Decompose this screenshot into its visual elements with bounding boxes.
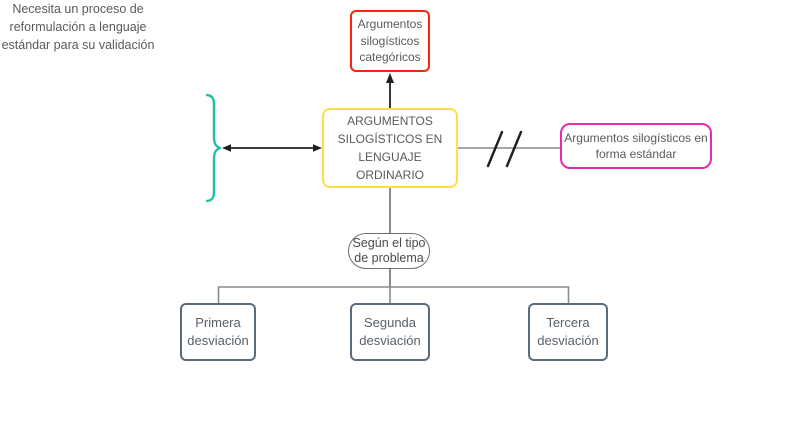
node-text-line: Tercera [546, 315, 590, 330]
note-text-line: Necesita un proceso de [12, 2, 144, 16]
node-text-line: desviación [187, 333, 249, 348]
node-text-line: Argumentos [357, 17, 423, 32]
connector-line [389, 269, 391, 287]
node-text-line: Primera [195, 315, 241, 330]
branch-connector [217, 286, 570, 304]
node-text-line: SILOGÍSTICOS EN [337, 132, 443, 146]
node-text-line: Según el tipo [352, 236, 426, 250]
node-ordinary-language-arguments: ARGUMENTOS SILOGÍSTICOS EN LENGUAJE ORDI… [322, 108, 458, 188]
node-categorical-arguments: Argumentos silogísticos categóricos [350, 10, 430, 72]
connector-line [389, 188, 391, 234]
node-text-line: forma estándar [595, 147, 677, 161]
node-text-line: Segunda [363, 315, 417, 330]
note-text-line: reformulación a lenguaje [9, 20, 147, 34]
node-text-line: desviación [537, 333, 599, 348]
node-text-line: ARGUMENTOS [347, 114, 433, 128]
arrow-up-icon [386, 73, 394, 108]
node-text-line: LENGUAJE ORDINARIO [355, 150, 424, 182]
curly-brace-icon [205, 93, 222, 203]
slash-icon [505, 130, 523, 168]
interrupted-connector [458, 130, 560, 168]
node-text-line: desviación [359, 333, 421, 348]
node-standard-form-arguments: Argumentos silogísticos en forma estánda… [560, 123, 712, 169]
node-text-line: Argumentos silogísticos en [564, 131, 708, 145]
node-condition: Según el tipo de problema [348, 233, 430, 269]
node-text-line: de problema [354, 251, 424, 265]
node-second-deviation: Segunda desviación [350, 303, 430, 361]
slash-icon [486, 130, 504, 168]
double-arrow-icon [222, 144, 322, 152]
node-first-deviation: Primera desviación [180, 303, 256, 361]
reformulation-note: Necesita un proceso de reformulación a l… [0, 0, 156, 54]
node-third-deviation: Tercera desviación [528, 303, 608, 361]
node-text-line: categóricos [359, 50, 421, 65]
note-text-line: estándar para su validación [1, 38, 155, 52]
node-text-line: silogísticos [360, 33, 420, 48]
